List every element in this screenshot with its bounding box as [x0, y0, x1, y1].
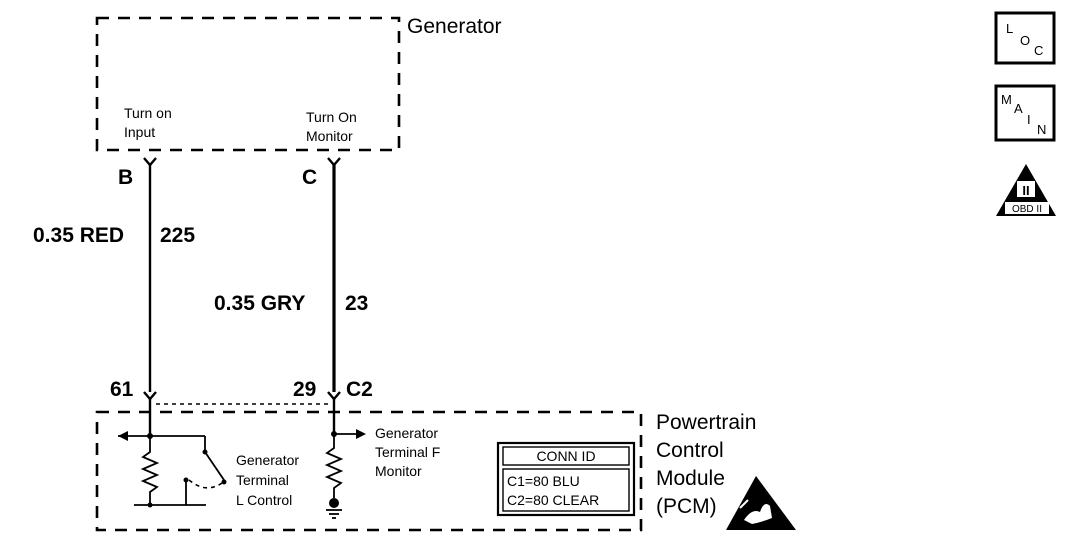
generator-dashed-box: [95, 16, 401, 152]
svg-text:OBD II: OBD II: [1012, 204, 1042, 215]
wire-right: 0.35 GRY 23: [214, 165, 368, 392]
conn-id-row-c1: C1=80 BLU: [507, 473, 580, 489]
pcm-connector-29: 29 C2: [293, 378, 373, 406]
generator-turn-on-monitor-line1: Turn On: [306, 109, 357, 125]
svg-text:I: I: [1027, 112, 1031, 127]
svg-text:C: C: [1034, 43, 1043, 58]
terminal-l-label-line1: Generator: [236, 452, 299, 468]
connector-29-symbol: [327, 391, 341, 401]
pcm-title-line1: Powertrain: [656, 411, 756, 434]
terminal-f-label-line1: Generator: [375, 425, 438, 441]
generator-turn-on-input-line2: Input: [124, 124, 155, 140]
terminal-l-circuit: Generator Terminal L Control: [118, 406, 299, 508]
svg-text:O: O: [1020, 33, 1030, 48]
wire-left: 0.35 RED 225: [33, 165, 195, 392]
switch-control-link: [188, 479, 223, 489]
loc-icon: L O C: [994, 11, 1056, 65]
wire-left-size-color: 0.35 RED: [33, 224, 124, 247]
svg-text:II: II: [1022, 183, 1029, 198]
pin-label-c2: C2: [346, 378, 373, 401]
conn-id-row-c2: C2=80 CLEAR: [507, 492, 599, 508]
pcm-title-line4: (PCM): [656, 495, 717, 518]
wire-left-circuit: 225: [160, 224, 195, 247]
pcm-dashed-box: [95, 410, 643, 532]
pcm-title-line3: Module: [656, 467, 725, 490]
svg-text:L: L: [1006, 21, 1013, 36]
ground-node: [329, 498, 339, 508]
terminal-f-circuit: Generator Terminal F Monitor: [324, 406, 440, 519]
conn-id-header: CONN ID: [536, 448, 595, 464]
generator-component: Generator Turn on Input Turn On Monitor: [95, 15, 502, 152]
terminal-l-label-line3: L Control: [236, 492, 292, 508]
switch-blade: [204, 451, 225, 481]
connector-b-symbol: [143, 157, 157, 167]
wire-right-circuit: 23: [345, 292, 368, 315]
terminal-f-label-line3: Monitor: [375, 463, 422, 479]
conn-id-table: CONN ID C1=80 BLU C2=80 CLEAR: [496, 441, 636, 517]
connector-61-symbol: [143, 391, 157, 401]
output-arrow-left: [118, 431, 128, 441]
pin-label-b: B: [118, 166, 133, 189]
svg-text:N: N: [1037, 122, 1046, 137]
generator-turn-on-monitor-line2: Monitor: [306, 128, 353, 144]
pcm-component: Powertrain Control Module (PCM) Generato…: [95, 406, 796, 532]
obd-ii-icon: II OBD II: [996, 164, 1056, 216]
output-arrow-right: [356, 429, 366, 439]
terminal-f-label-line2: Terminal F: [375, 444, 440, 460]
pulldown-resistor-right: [324, 434, 344, 498]
svg-text:M: M: [1001, 92, 1012, 107]
terminal-l-label-line2: Terminal: [236, 472, 289, 488]
pin-label-61: 61: [110, 378, 134, 401]
connector-c-symbol: [327, 157, 341, 167]
generator-title: Generator: [407, 15, 502, 38]
svg-text:A: A: [1014, 101, 1023, 116]
pullup-resistor-left: [140, 436, 160, 505]
main-icon: M A I N: [994, 84, 1056, 142]
pin-label-29: 29: [293, 378, 316, 401]
pcm-title-line2: Control: [656, 439, 724, 462]
esd-sensitive-icon: [726, 476, 796, 530]
pin-label-c: C: [302, 166, 317, 189]
pcm-connector-61: 61: [110, 378, 157, 406]
wire-right-size-color: 0.35 GRY: [214, 292, 305, 315]
generator-turn-on-input-line1: Turn on: [124, 105, 172, 121]
